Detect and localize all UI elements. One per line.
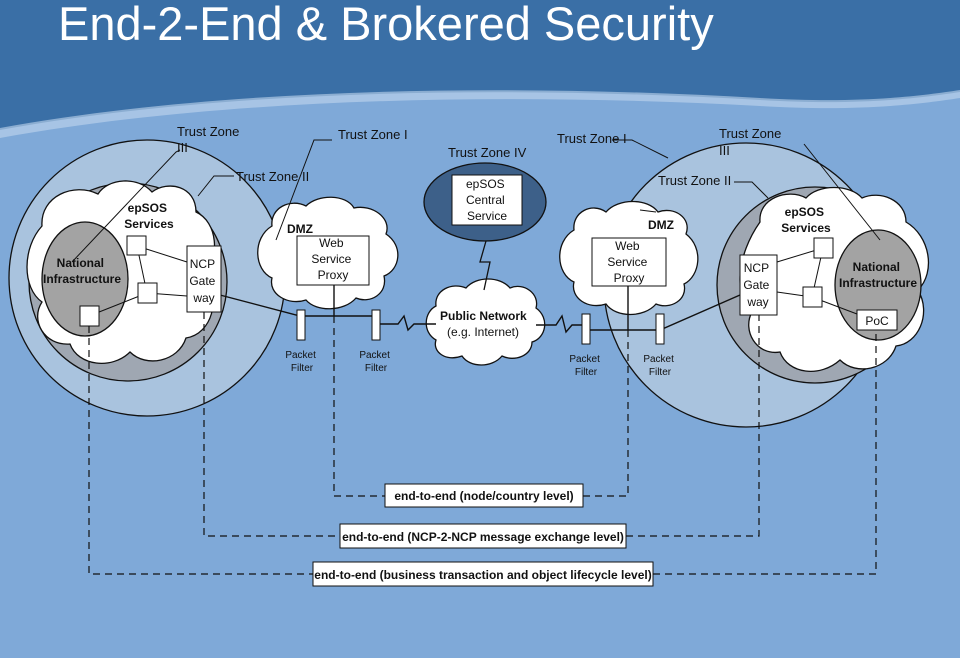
right-services-nodes <box>776 237 858 315</box>
right-trust-zone-3-label: Trust Zone III <box>719 126 785 158</box>
right-packet-filter-1 <box>581 313 591 345</box>
left-dmz-label: DMZ <box>287 222 313 236</box>
right-trust-zone-2-label: Trust Zone II <box>658 173 731 188</box>
right-packet-filter-2-label: Packet Filter <box>643 354 676 378</box>
right-epsos-services-label: epSOS Services <box>781 205 831 235</box>
slide-title: End-2-End & Brokered Security <box>58 0 714 50</box>
central-service-box <box>451 174 523 226</box>
left-national-infrastructure-ellipse <box>41 221 129 337</box>
right-web-service-proxy-label: Web Service Proxy <box>607 239 650 285</box>
level-node-country-box <box>384 483 584 508</box>
left-ncp-gateway-label: NCP Gate way <box>189 257 218 305</box>
background-wave-highlight <box>0 90 960 138</box>
right-dmz-label: DMZ <box>648 218 674 232</box>
left-trust-zone-1-label: Trust Zone I <box>338 127 408 142</box>
right-national-infrastructure-label: National Infrastructure <box>839 260 917 290</box>
left-packet-filter-1 <box>296 309 306 341</box>
level-ncp-message-box <box>339 523 627 549</box>
left-national-infrastructure-label: National Infrastructure <box>43 256 121 286</box>
left-packet-filter-2-label: Packet Filter <box>359 350 392 374</box>
level-business-label: end-to-end (business transaction and obj… <box>314 568 651 582</box>
right-ncp-gateway-label: NCP Gate way <box>743 261 772 309</box>
level-business-box <box>312 561 654 587</box>
left-web-service-proxy-box <box>296 235 370 286</box>
end-to-end-dashed-paths <box>88 312 877 575</box>
zone-leader-lines <box>71 139 881 263</box>
trust-zone-4-label: Trust Zone IV <box>448 145 527 160</box>
left-epsos-services-label: epSOS Services <box>124 201 174 231</box>
poc-label: PoC <box>865 314 889 328</box>
right-packet-filter-1-label: Packet Filter <box>569 354 602 378</box>
public-network-label: Public Network (e.g. Internet) <box>440 309 530 339</box>
left-trust-zone-3-label: Trust Zone III <box>177 124 243 155</box>
level-node-country-label: end-to-end (node/country level) <box>394 489 573 503</box>
left-trust-zone-2-label: Trust Zone II <box>236 169 309 184</box>
right-packet-filter-2 <box>655 313 665 345</box>
level-ncp-message-label: end-to-end (NCP-2-NCP message exchange l… <box>342 530 624 544</box>
right-web-service-proxy-box <box>591 237 667 287</box>
right-trust-zone-1-label: Trust Zone I <box>557 131 627 146</box>
poc-box <box>856 309 898 331</box>
central-service-label: epSOS Central Service <box>466 177 508 223</box>
left-web-service-proxy-label: Web Service Proxy <box>311 236 354 282</box>
left-packet-filter-2 <box>371 309 381 341</box>
left-packet-filter-1-label: Packet Filter <box>285 350 318 374</box>
central-link-bolt <box>479 240 491 291</box>
left-ncp-gateway-box <box>186 245 222 313</box>
public-network-cloud <box>425 278 546 366</box>
